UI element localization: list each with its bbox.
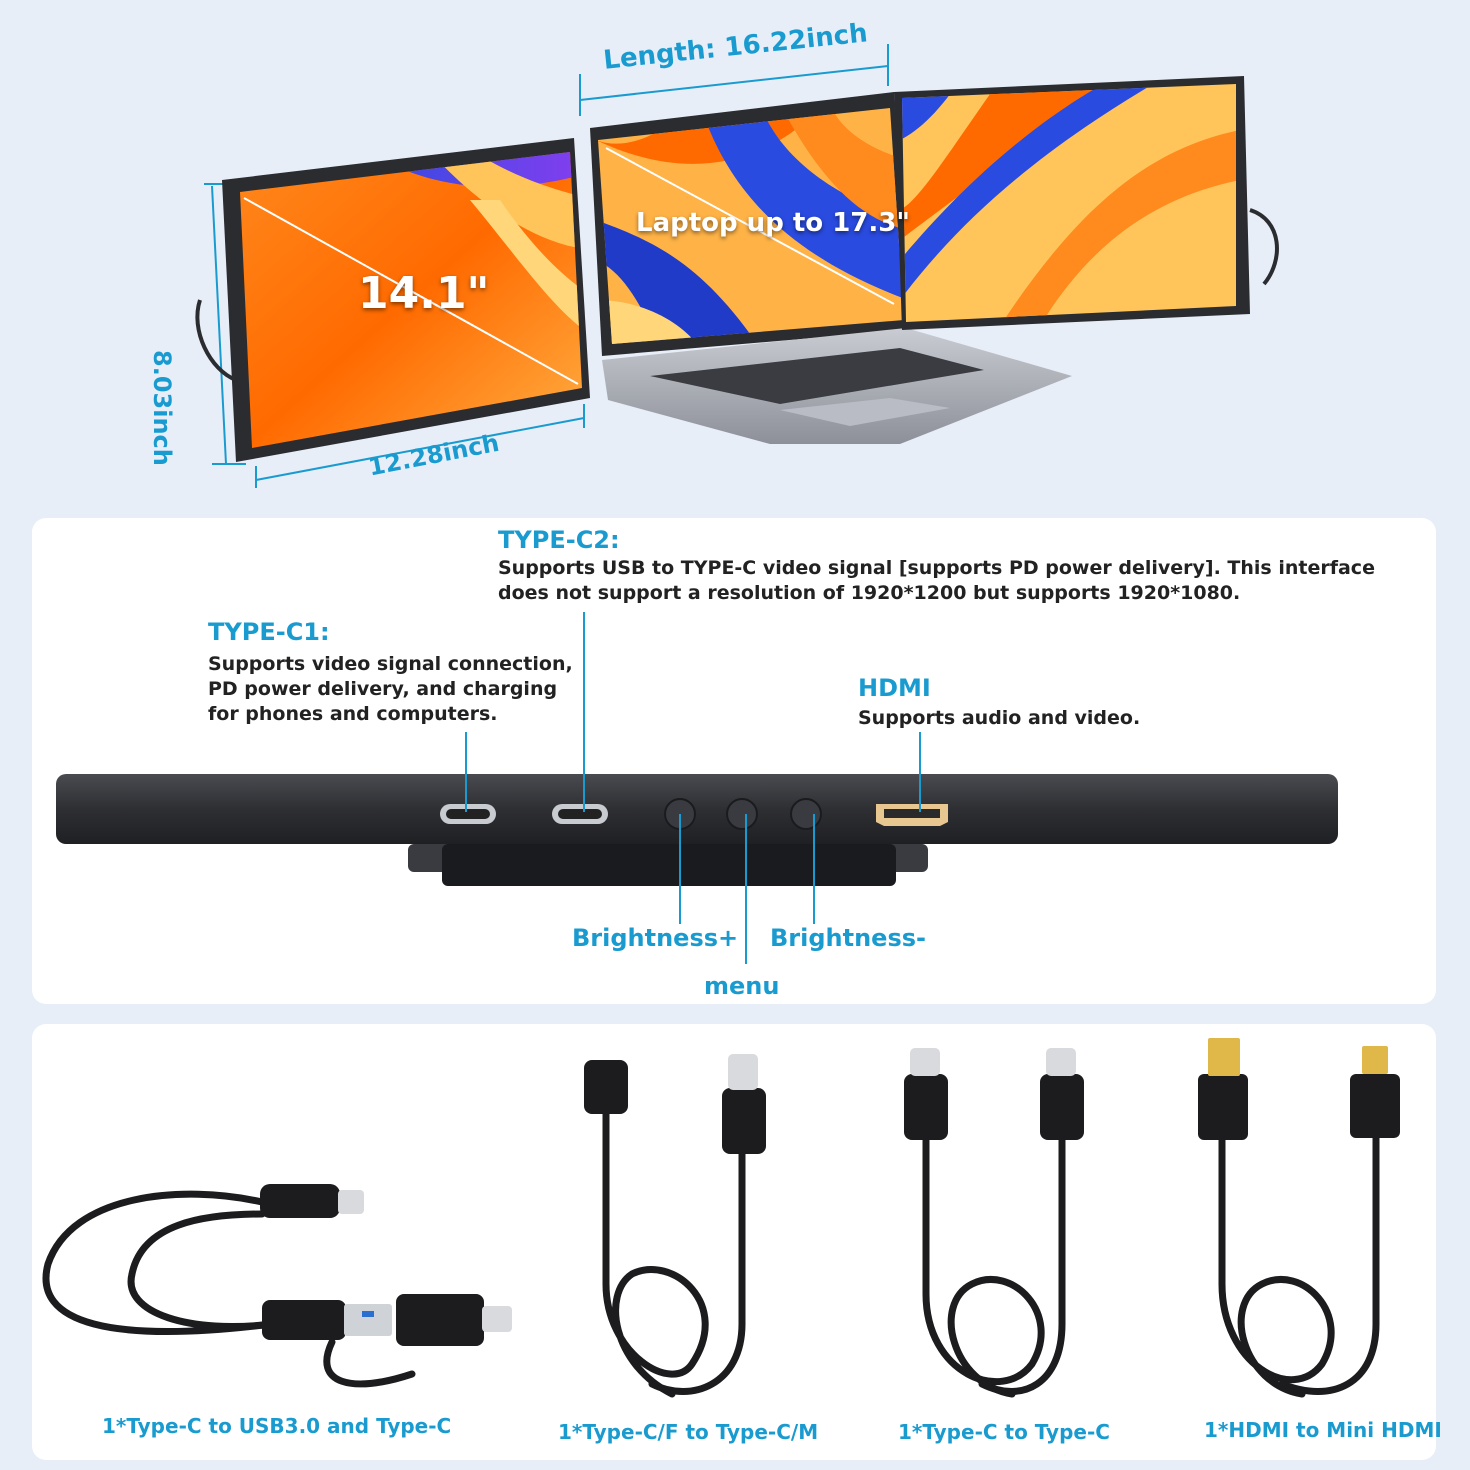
height-dimension-label: 8.03inch xyxy=(148,350,176,466)
brightness-down-label: Brightness- xyxy=(770,924,926,952)
cables-illustration xyxy=(42,1038,1400,1398)
menu-label: menu xyxy=(704,972,780,1000)
ports-panel: TYPE-C2: Supports USB to TYPE-C video si… xyxy=(32,518,1436,1004)
type-c2-title: TYPE-C2: xyxy=(498,526,620,554)
right-monitor xyxy=(894,76,1279,330)
type-c1-port xyxy=(440,804,496,824)
triple-monitor-illustration xyxy=(195,44,1279,488)
hdmi-leader-line xyxy=(919,732,921,812)
cables-panel: 1*Type-C to USB3.0 and Type-C 1*Type-C/F… xyxy=(32,1024,1442,1460)
brightness-up-leader-line xyxy=(679,814,681,924)
cable-label-2: 1*Type-C/F to Type-C/M xyxy=(558,1420,819,1444)
product-hero: Length: 16.22inch 8.03inch 12.28inch 14.… xyxy=(0,0,1470,505)
menu-button xyxy=(726,798,758,830)
menu-leader-line xyxy=(745,814,747,964)
cable-typec-to-usb3-and-typec xyxy=(42,1190,416,1388)
monitor-side-view xyxy=(56,774,1338,886)
hdmi-description: Supports audio and video. xyxy=(858,707,1141,729)
type-c2-description: Supports USB to TYPE-C video signal [sup… xyxy=(498,556,1375,606)
laptop xyxy=(590,92,1072,444)
type-c1-desc-line1: Supports video signal connection, xyxy=(208,653,573,675)
brightness-down-leader-line xyxy=(813,814,815,924)
type-c1-leader-line xyxy=(465,732,467,812)
type-c2-desc-line2: does not support a resolution of 1920*12… xyxy=(498,582,1241,604)
screen-size-label: 14.1" xyxy=(358,268,490,319)
hdmi-port xyxy=(876,804,948,826)
type-c2-leader-line xyxy=(583,612,585,812)
cable-typec-to-typec xyxy=(922,1106,1066,1398)
type-c2-desc-line1: Supports USB to TYPE-C video signal [sup… xyxy=(498,557,1375,579)
type-c1-description: Supports video signal connection, PD pow… xyxy=(208,652,573,727)
laptop-size-label: Laptop up to 17.3" xyxy=(636,208,910,238)
left-monitor xyxy=(195,138,590,462)
cable-label-3: 1*Type-C to Type-C xyxy=(898,1420,1110,1444)
type-c1-title: TYPE-C1: xyxy=(208,618,330,646)
dimension-lines xyxy=(204,44,889,488)
cable-hdmi-to-mini-hdmi xyxy=(1218,1130,1380,1398)
type-c1-desc-line2: PD power delivery, and charging xyxy=(208,678,558,700)
hdmi-title: HDMI xyxy=(858,674,931,702)
cable-label-4: 1*HDMI to Mini HDMI xyxy=(1204,1418,1442,1442)
brightness-down-button xyxy=(790,798,822,830)
type-c2-port xyxy=(552,804,608,824)
connector-heads xyxy=(260,1038,1400,1346)
type-c1-desc-line3: for phones and computers. xyxy=(208,703,498,725)
cable-label-1: 1*Type-C to USB3.0 and Type-C xyxy=(102,1414,452,1438)
cable-typec-female-to-typec-male xyxy=(602,1106,746,1398)
brightness-up-label: Brightness+ xyxy=(572,924,739,952)
